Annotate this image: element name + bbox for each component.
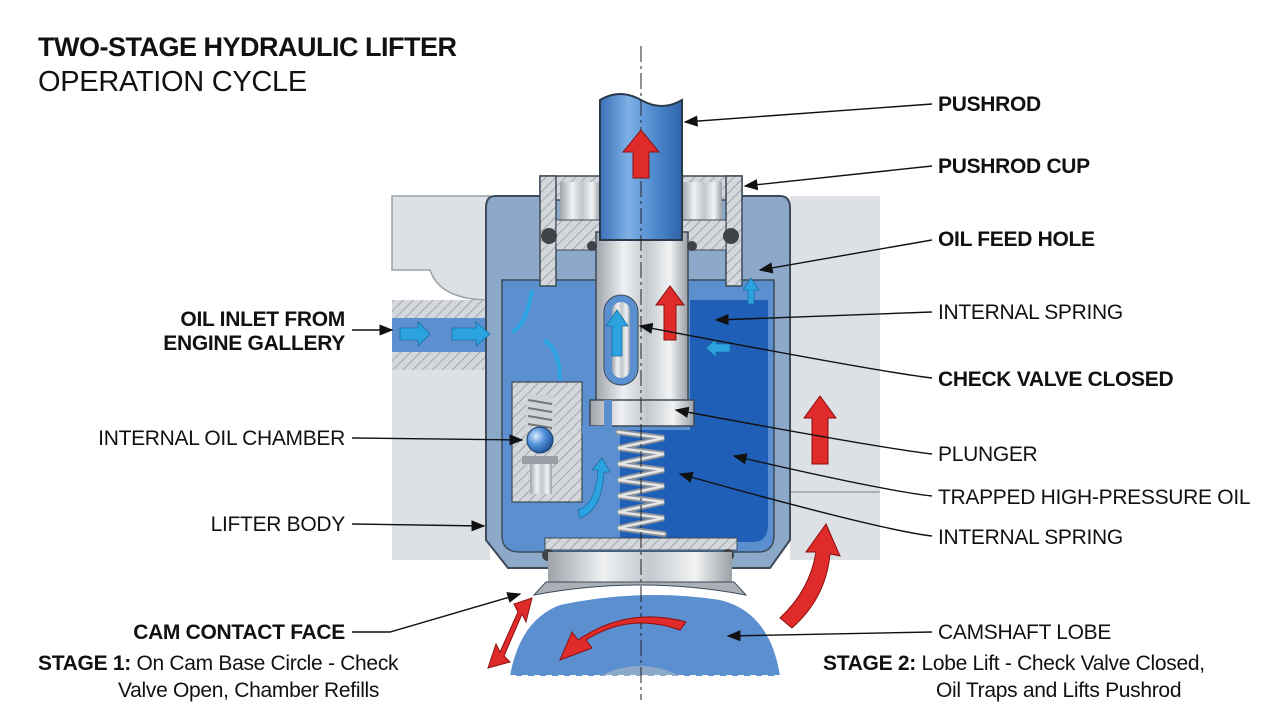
inlet-flow-arrow-2 [451, 321, 491, 347]
check-valve [511, 381, 612, 503]
motion-arrows [487, 129, 841, 669]
feed-hole-flow-arrow [742, 277, 760, 305]
label-check-valve-closed: CHECK VALVE CLOSED [938, 368, 1174, 391]
lobe-lift-curved-arrow [779, 522, 841, 629]
diagram-subtitle: OPERATION CYCLE [38, 66, 307, 98]
label-pushrod-cup: PUSHROD CUP [938, 155, 1090, 178]
label-oil-inlet-line2: ENGINE GALLERY [163, 332, 345, 355]
label-lifter-body: LIFTER BODY [210, 513, 346, 536]
label-internal-spring-upper: INTERNAL SPRING [938, 301, 1123, 324]
flow-curve-2 [542, 338, 562, 381]
label-oil-inlet-line1: OIL INLET FROM [180, 308, 345, 331]
label-oil-inlet: OIL INLET FROM ENGINE GALLERY [163, 308, 345, 356]
plunger-up-arrow [655, 285, 685, 341]
label-cam-contact-face: CAM CONTACT FACE [133, 621, 345, 644]
label-plunger: PLUNGER [938, 443, 1038, 466]
pushrod-up-arrow [621, 129, 661, 179]
label-pushrod: PUSHROD [938, 93, 1041, 116]
stage-2-line1: Lobe Lift - Check Valve Closed, [921, 652, 1205, 675]
contact-oscillation-arrow [487, 597, 533, 669]
stage-1-line1: On Cam Base Circle - Check [136, 652, 399, 675]
label-internal-spring-lower: INTERNAL SPRING [938, 526, 1123, 549]
leader-lines [351, 103, 933, 642]
oil-flow-arrows [399, 277, 760, 519]
plunger [587, 231, 697, 427]
diagram-title: TWO-STAGE HYDRAULIC LIFTER [38, 32, 457, 62]
stage-1-label: STAGE 1: [38, 652, 131, 675]
stage-2-label: STAGE 2: [823, 652, 916, 675]
label-oil-feed-hole: OIL FEED HOLE [938, 228, 1095, 251]
flow-curve-1 [511, 289, 534, 334]
chamber-refill-arrow [577, 457, 611, 519]
plunger-flow-arrow [605, 309, 629, 357]
label-internal-oil-chamber: INTERNAL OIL CHAMBER [98, 427, 345, 450]
stage-1-caption: STAGE 1: On Cam Base Circle - Check Valv… [38, 650, 399, 704]
label-camshaft-lobe: CAMSHAFT LOBE [938, 621, 1112, 644]
engine-block [391, 195, 880, 560]
cam-contact-face [532, 537, 748, 596]
stage-2-caption: STAGE 2: Lobe Lift - Check Valve Closed,… [823, 650, 1205, 704]
body-lift-arrow [803, 395, 837, 465]
label-trapped-oil: TRAPPED HIGH-PRESSURE OIL [938, 486, 1251, 509]
inlet-flow-arrow-1 [399, 321, 431, 347]
check-flow-arrow [705, 338, 731, 358]
cam-rotation-arrow [559, 616, 687, 661]
stage-1-line2: Valve Open, Chamber Refills [118, 679, 380, 702]
stage-2-line2: Oil Traps and Lifts Pushrod [936, 679, 1182, 702]
camshaft-lobe [498, 595, 790, 677]
